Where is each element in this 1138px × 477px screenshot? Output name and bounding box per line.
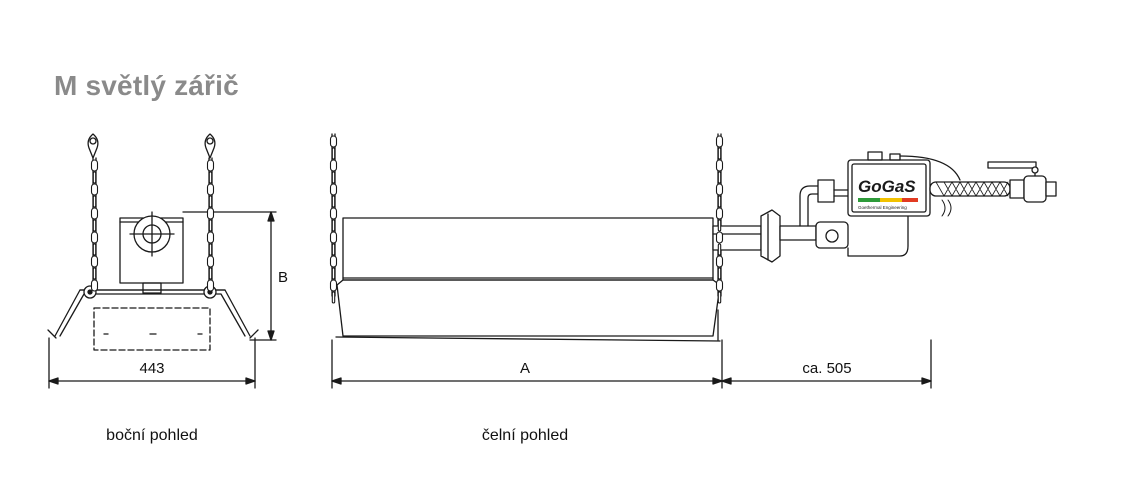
chain-link — [329, 159, 338, 172]
chain-link — [90, 159, 99, 172]
dim-label-a: A — [520, 360, 530, 377]
chain-link — [717, 195, 722, 208]
dim-label-443: 443 — [139, 360, 164, 377]
chain-link — [90, 231, 99, 244]
chain-link — [331, 243, 336, 256]
gogas-logo: GoGaS Goethermal Engineering — [858, 177, 918, 210]
chain-link — [329, 231, 338, 244]
chain-link — [715, 207, 724, 220]
chain-link — [92, 243, 97, 256]
side-view — [47, 133, 277, 389]
chain-link — [90, 207, 99, 220]
chain-link — [717, 267, 722, 280]
chain-link — [331, 291, 336, 304]
ball-valve — [987, 161, 1057, 203]
chain-link — [208, 219, 213, 232]
chain-link — [715, 255, 724, 268]
chain-link — [329, 135, 338, 148]
chain-link — [90, 279, 99, 292]
chain-link — [206, 159, 215, 172]
chain-link — [208, 243, 213, 256]
chain-link — [92, 171, 97, 184]
chain-link — [717, 291, 722, 304]
burner-housing — [119, 211, 184, 294]
chain-link — [717, 219, 722, 232]
flex-hose — [929, 181, 1011, 217]
chain-link — [92, 195, 97, 208]
dimension-a — [331, 339, 723, 389]
radiant-tube — [335, 217, 721, 342]
chain-link — [329, 279, 338, 292]
chain-link — [715, 135, 724, 148]
burner-assembly — [712, 179, 909, 263]
chain-link — [208, 267, 213, 280]
chain-link — [717, 243, 722, 256]
chain-link — [208, 195, 213, 208]
chain-link — [331, 267, 336, 280]
chain-link — [331, 171, 336, 184]
caption-front-view: čelní pohled — [482, 427, 568, 444]
chain-link — [331, 147, 336, 160]
chain-link — [206, 255, 215, 268]
chain-link — [715, 231, 724, 244]
chain-link — [715, 183, 724, 196]
chain-link — [206, 183, 215, 196]
chain-link — [715, 279, 724, 292]
logo-bar-yellow — [880, 198, 902, 202]
logo-text: GoGaS — [858, 177, 916, 196]
dim-label-505: ca. 505 — [802, 360, 851, 377]
dimension-b — [182, 211, 277, 341]
dim-label-b: B — [278, 269, 288, 286]
reflector-hood — [47, 285, 259, 351]
chain-link — [715, 159, 724, 172]
logo-bar-green — [858, 198, 880, 202]
chain-link — [92, 219, 97, 232]
chain-link — [329, 207, 338, 220]
chain-link — [717, 147, 722, 160]
logo-bar-red — [902, 198, 918, 202]
logo-subtitle: Goethermal Engineering — [858, 205, 907, 210]
chain-link — [92, 267, 97, 280]
chain-link — [331, 219, 336, 232]
chain-link — [206, 231, 215, 244]
front-view — [331, 133, 1057, 389]
dimension-443 — [48, 337, 256, 389]
caption-side-view: boční pohled — [106, 427, 198, 444]
chain-link — [208, 171, 213, 184]
chain-link — [90, 255, 99, 268]
chain-link — [206, 279, 215, 292]
chain-link — [717, 171, 722, 184]
chain-link — [329, 255, 338, 268]
dimension-505 — [721, 339, 932, 389]
chain-link — [206, 207, 215, 220]
chain-links — [90, 135, 724, 304]
chain-link — [90, 183, 99, 196]
chain-link — [331, 195, 336, 208]
chain-link — [329, 183, 338, 196]
page-title: M světlý zářič — [54, 70, 239, 101]
